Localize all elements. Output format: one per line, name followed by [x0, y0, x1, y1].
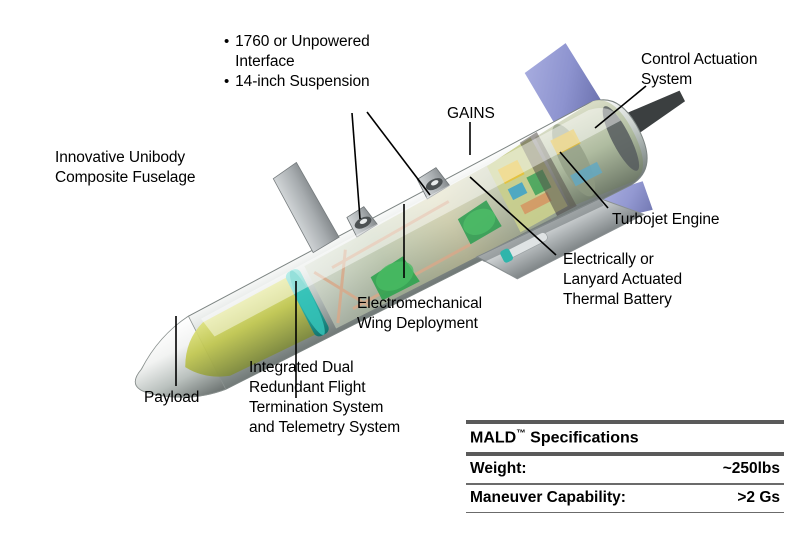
bullet-item: • 1760 or Unpowered Interface	[224, 32, 424, 72]
spec-value: ~250lbs	[722, 460, 780, 478]
trademark-symbol: ™	[516, 428, 526, 439]
callout-control-actuation: Control Actuation System	[641, 51, 758, 89]
spec-label: Weight:	[470, 460, 527, 478]
bullet-dot-icon: •	[224, 73, 230, 91]
bullet-label: 1760 or Unpowered Interface	[235, 33, 370, 71]
callout-payload: Payload	[144, 389, 200, 406]
bullet-dot-icon: •	[224, 33, 230, 50]
bullet-item: • 14-inch Suspension	[224, 72, 424, 92]
spec-label: Maneuver Capability:	[470, 488, 626, 506]
spec-table-title: MALD™ Specifications	[466, 424, 784, 452]
callout-gains: GAINS	[447, 105, 495, 122]
bullet-label: 14-inch Suspension	[235, 73, 370, 91]
callout-interface-bullets: • 1760 or Unpowered Interface • 14-inch …	[224, 32, 424, 92]
spec-row-weight: Weight: ~250lbs	[466, 456, 784, 483]
table-row-rule	[466, 483, 784, 485]
callout-fuselage: Innovative Unibody Composite Fuselage	[55, 149, 196, 187]
callout-wing-deployment: Electromechanical Wing Deployment	[357, 295, 482, 333]
spec-title-text: MALD	[470, 429, 517, 447]
spec-table: MALD™ Specifications Weight: ~250lbs Man…	[466, 420, 784, 514]
spec-title-suffix: Specifications	[525, 429, 639, 447]
spec-row-maneuver: Maneuver Capability: >2 Gs	[466, 485, 784, 512]
callout-fts: Integrated Dual Redundant Flight Termina…	[249, 359, 401, 437]
spec-value: >2 Gs	[737, 488, 780, 506]
callout-turbojet: Turbojet Engine	[612, 211, 720, 228]
leader-lines	[175, 85, 647, 398]
table-header-rule	[466, 452, 784, 457]
table-bottom-rule	[466, 511, 784, 514]
table-top-rule	[466, 420, 784, 424]
callout-thermal-battery: Electrically or Lanyard Actuated Thermal…	[563, 251, 683, 309]
